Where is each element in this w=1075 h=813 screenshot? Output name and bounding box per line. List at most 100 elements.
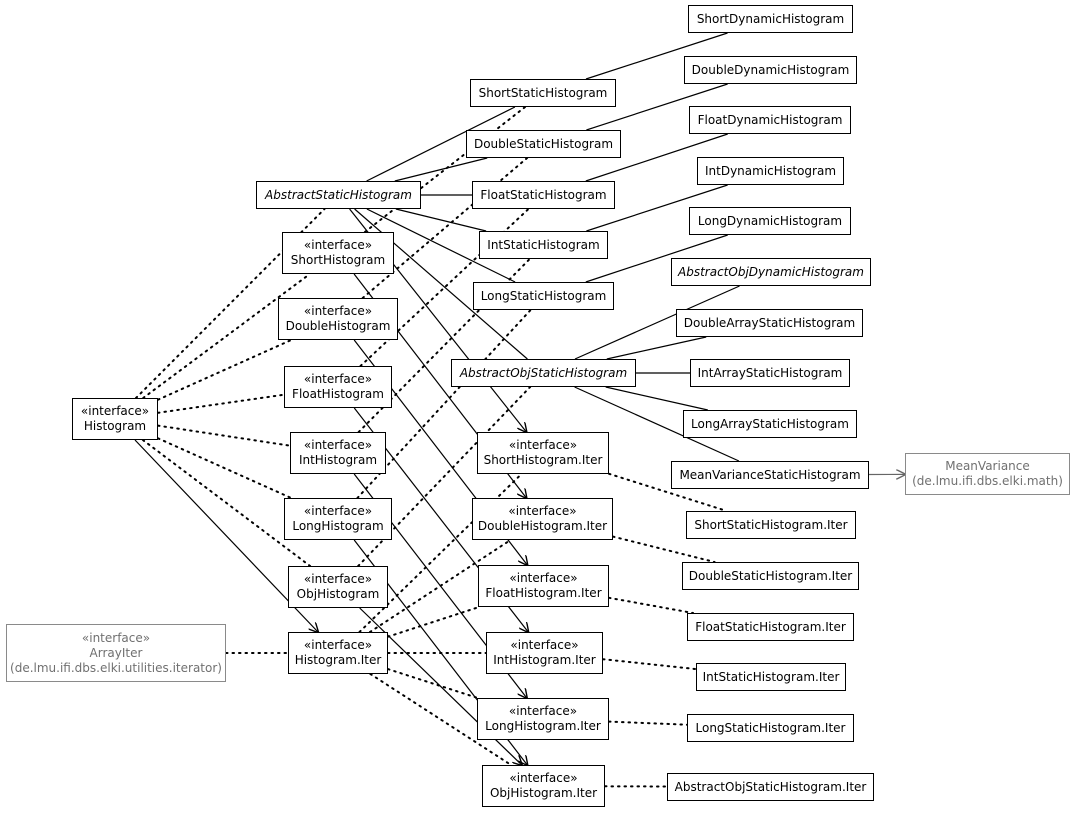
node-name: Histogram <box>83 419 147 433</box>
class-node-int-histogram-iter[interactable]: «interface»IntHistogram.Iter <box>486 632 603 674</box>
edge-histogram-to-double-histogram <box>157 339 293 401</box>
class-node-int-static-histogram-iter[interactable]: IntStaticHistogram.Iter <box>696 663 846 691</box>
node-stereotype: «interface» <box>509 571 578 585</box>
class-node-abstract-obj-static-histogram-iter[interactable]: AbstractObjStaticHistogram.Iter <box>667 773 874 801</box>
node-package: (de.lmu.ifi.dbs.elki.utilities.iterator) <box>10 660 222 675</box>
class-node-float-dynamic-histogram[interactable]: FloatDynamicHistogram <box>689 106 851 134</box>
node-name: DoubleStaticHistogram <box>473 136 614 151</box>
node-stereotype: «interface» <box>303 438 373 452</box>
class-node-abstract-obj-dynamic-histogram[interactable]: AbstractObjDynamicHistogram <box>671 258 871 286</box>
node-name: Histogram.Iter <box>294 653 382 667</box>
class-node-double-histogram-iter[interactable]: «interface»DoubleHistogram.Iter <box>472 498 613 540</box>
node-name: AbstractStaticHistogram <box>265 187 412 202</box>
node-package: (de.lmu.ifi.dbs.elki.math) <box>912 474 1063 488</box>
edge-float-histogram-iter-to-float-static-histogram-iter <box>608 596 694 614</box>
node-stereotype: «interface» <box>508 504 577 518</box>
node-stereotype: «interface» <box>303 572 373 586</box>
class-node-histogram-iter[interactable]: «interface»Histogram.Iter <box>288 632 388 674</box>
node-stereotype: «interface» <box>81 630 151 645</box>
node-stereotype: «interface» <box>303 238 373 252</box>
class-node-mean-variance-static-histogram[interactable]: MeanVarianceStaticHistogram <box>671 461 869 489</box>
node-stereotype: «interface» <box>303 304 373 318</box>
class-node-float-histogram[interactable]: «interface»FloatHistogram <box>284 366 392 408</box>
node-name: DoubleHistogram <box>285 319 391 333</box>
class-node-int-dynamic-histogram[interactable]: IntDynamicHistogram <box>697 157 844 185</box>
edge-long-static-histogram-to-long-dynamic-histogram <box>585 234 728 283</box>
class-node-arrayiter[interactable]: «interface»ArrayIter(de.lmu.ifi.dbs.elki… <box>6 624 226 682</box>
node-name: FloatStaticHistogram <box>480 187 607 202</box>
class-node-double-histogram[interactable]: «interface»DoubleHistogram <box>278 298 398 340</box>
node-name: IntStaticHistogram.Iter <box>702 669 840 684</box>
node-name: LongStaticHistogram.Iter <box>695 720 846 735</box>
node-name: IntArrayStaticHistogram <box>697 365 843 380</box>
edge-abstract-static-histogram-to-long-static-histogram <box>366 208 516 283</box>
class-node-int-static-histogram[interactable]: IntStaticHistogram <box>479 231 608 259</box>
class-node-obj-histogram-iter[interactable]: «interface»ObjHistogram.Iter <box>482 765 605 807</box>
edge-abstract-static-histogram-to-double-static-histogram <box>394 157 488 182</box>
class-node-double-array-static-histogram[interactable]: DoubleArrayStaticHistogram <box>676 309 863 337</box>
node-name: ShortStaticHistogram.Iter <box>694 517 848 532</box>
class-node-double-static-histogram[interactable]: DoubleStaticHistogram <box>466 130 621 158</box>
class-node-float-static-histogram[interactable]: FloatStaticHistogram <box>472 181 615 209</box>
edge-int-static-histogram-to-int-dynamic-histogram <box>586 184 728 232</box>
edge-histogram-to-float-histogram <box>157 393 285 414</box>
node-stereotype: «interface» <box>303 372 373 386</box>
class-node-double-static-histogram-iter[interactable]: DoubleStaticHistogram.Iter <box>682 562 859 590</box>
class-node-long-dynamic-histogram[interactable]: LongDynamicHistogram <box>689 207 851 235</box>
class-node-long-array-static-histogram[interactable]: LongArrayStaticHistogram <box>683 410 857 438</box>
class-node-int-array-static-histogram[interactable]: IntArrayStaticHistogram <box>690 359 850 387</box>
node-name: DoubleHistogram.Iter <box>477 519 608 533</box>
edge-abstract-obj-static-histogram-to-mean-variance-static-histogram <box>574 386 740 462</box>
edge-double-histogram-to-double-static-histogram <box>361 157 529 299</box>
node-name: ShortHistogram.Iter <box>483 453 603 467</box>
class-node-double-dynamic-histogram[interactable]: DoubleDynamicHistogram <box>684 56 857 84</box>
node-name: IntStaticHistogram <box>487 237 600 252</box>
node-name: ShortHistogram <box>290 253 386 267</box>
class-node-histogram[interactable]: «interface»Histogram <box>72 398 158 440</box>
edge-histogram-to-int-histogram <box>157 424 291 447</box>
class-node-short-histogram-iter[interactable]: «interface»ShortHistogram.Iter <box>477 432 609 474</box>
node-name: LongHistogram <box>292 519 384 533</box>
node-name: AbstractObjDynamicHistogram <box>678 264 864 279</box>
edge-short-static-histogram-to-short-dynamic-histogram <box>585 32 728 80</box>
class-node-int-histogram[interactable]: «interface»IntHistogram <box>290 432 386 474</box>
class-node-short-static-histogram[interactable]: ShortStaticHistogram <box>470 79 616 107</box>
edge-float-static-histogram-to-float-dynamic-histogram <box>585 133 728 182</box>
node-name: FloatDynamicHistogram <box>697 112 843 127</box>
class-node-abstract-obj-static-histogram[interactable]: AbstractObjStaticHistogram <box>451 359 636 387</box>
class-node-mean-variance[interactable]: MeanVariance(de.lmu.ifi.dbs.elki.math) <box>905 453 1070 495</box>
node-name: LongStaticHistogram <box>480 288 607 303</box>
node-name: MeanVariance <box>945 459 1030 473</box>
node-name: AbstractObjStaticHistogram <box>459 365 628 380</box>
node-name: FloatHistogram.Iter <box>485 586 602 600</box>
edge-double-static-histogram-to-double-dynamic-histogram <box>586 83 728 131</box>
class-node-float-static-histogram-iter[interactable]: FloatStaticHistogram.Iter <box>687 613 854 641</box>
class-node-short-dynamic-histogram[interactable]: ShortDynamicHistogram <box>688 5 853 33</box>
class-node-long-static-histogram-iter[interactable]: LongStaticHistogram.Iter <box>687 714 854 742</box>
node-name: LongHistogram.Iter <box>485 719 601 733</box>
node-stereotype: «interface» <box>80 404 150 418</box>
node-stereotype: «interface» <box>303 504 373 518</box>
node-name: ArrayIter <box>89 645 143 660</box>
class-node-long-histogram-iter[interactable]: «interface»LongHistogram.Iter <box>477 698 609 740</box>
node-name: LongArrayStaticHistogram <box>691 416 849 431</box>
edge-abstract-static-histogram-to-short-static-histogram <box>366 106 516 182</box>
node-stereotype: «interface» <box>508 704 578 718</box>
class-node-float-histogram-iter[interactable]: «interface»FloatHistogram.Iter <box>478 565 609 607</box>
node-stereotype: «interface» <box>510 638 579 652</box>
class-node-short-static-histogram-iter[interactable]: ShortStaticHistogram.Iter <box>686 511 856 539</box>
node-name: IntDynamicHistogram <box>704 163 837 178</box>
class-node-short-histogram[interactable]: «interface»ShortHistogram <box>282 232 394 274</box>
class-node-abstract-static-histogram[interactable]: AbstractStaticHistogram <box>256 181 421 209</box>
edge-histogram-iter-to-obj-histogram-iter <box>369 673 513 766</box>
edge-histogram-to-histogram-iter <box>134 439 318 632</box>
class-node-long-static-histogram[interactable]: LongStaticHistogram <box>473 282 614 310</box>
node-name: DoubleDynamicHistogram <box>691 62 850 77</box>
class-node-obj-histogram[interactable]: «interface»ObjHistogram <box>288 566 388 608</box>
node-name: FloatHistogram <box>292 387 384 401</box>
class-node-long-histogram[interactable]: «interface»LongHistogram <box>284 498 392 540</box>
node-stereotype: «interface» <box>303 638 373 652</box>
node-name: LongDynamicHistogram <box>697 213 843 228</box>
node-name: ShortDynamicHistogram <box>696 11 845 26</box>
